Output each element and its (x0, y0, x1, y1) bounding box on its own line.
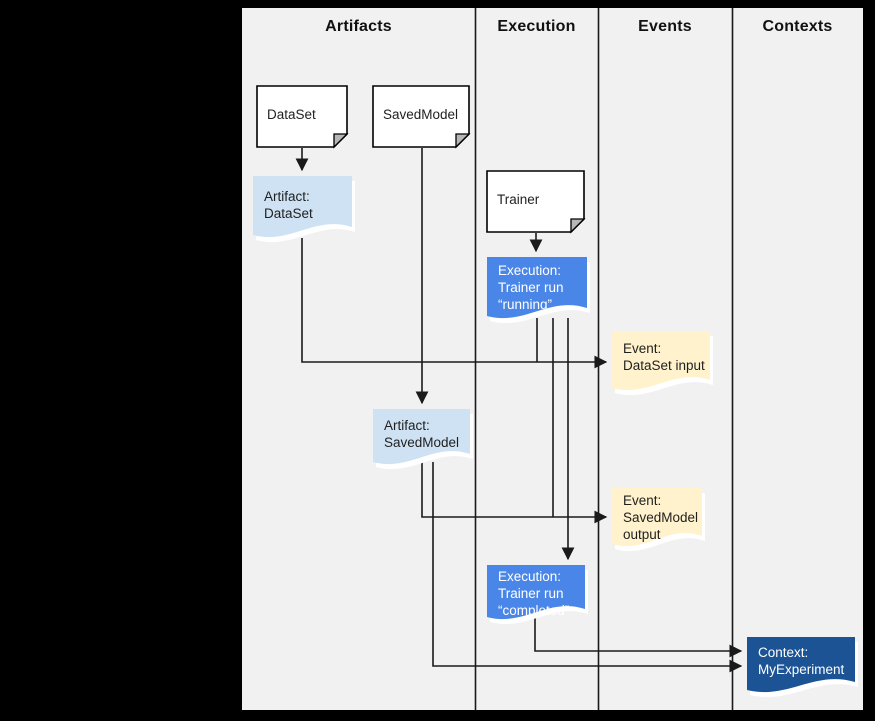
node-label-line: Execution: (498, 263, 562, 278)
node-dataset: DataSet (256, 85, 349, 149)
edge-execution-completed-to-context (534, 618, 743, 658)
document-shape (373, 409, 473, 470)
node-label-line: output (623, 527, 661, 542)
note-shape (486, 170, 586, 234)
node-label: Trainer (497, 192, 540, 207)
node-label-line: DataSet input (623, 358, 705, 373)
node-trainer: Trainer (486, 170, 586, 234)
node-label-line: Trainer run (498, 280, 564, 295)
node-label-line: Trainer run (498, 586, 564, 601)
node-artifact-dataset: Artifact: DataSet (253, 176, 355, 245)
node-label-line: SavedModel (384, 435, 460, 450)
note-shape (372, 85, 471, 149)
edge-artifact-dataset-to-event-input (301, 238, 608, 369)
note-shape (256, 85, 349, 149)
node-execution-running: Execution: Trainer run “running” (487, 257, 590, 326)
edge-artifact-savedmodel-to-event-output (421, 462, 608, 524)
column-header-events: Events (638, 18, 692, 35)
column-header-contexts: Contexts (762, 18, 833, 35)
node-label-line: “running” (498, 297, 553, 312)
node-context-myexperiment: Context: MyExperiment (747, 637, 858, 700)
node-event-dataset-input: Event: DataSet input (612, 331, 713, 398)
node-event-savedmodel-output: Event: SavedModel output (612, 488, 705, 554)
node-savedmodel: SavedModel (372, 85, 471, 149)
node-artifact-savedmodel: Artifact: SavedModel (373, 409, 473, 472)
document-shape (487, 257, 590, 324)
document-shape (612, 488, 705, 552)
node-label: SavedModel (383, 107, 459, 122)
node-label-line: MyExperiment (758, 662, 845, 677)
document-shape (253, 176, 355, 243)
node-label-line: Event: (623, 341, 662, 356)
column-header-artifacts: Artifacts (325, 18, 392, 35)
document-shape (747, 637, 858, 698)
document-shape (612, 331, 713, 396)
node-label-line: Event: (623, 493, 662, 508)
node-label-line: Artifact: (384, 418, 430, 433)
node-label-line: Artifact: (264, 189, 310, 204)
node-label-line: SavedModel (623, 510, 699, 525)
edge-artifact-savedmodel-to-context (432, 462, 743, 673)
node-label-line: “completed” (498, 603, 570, 618)
node-execution-completed: Execution: Trainer run “completed” (487, 565, 588, 627)
node-label-line: Context: (758, 645, 809, 660)
document-shape (487, 565, 588, 625)
node-label-line: Execution: (498, 569, 562, 584)
node-label: DataSet (267, 107, 316, 122)
node-label-line: DataSet (264, 206, 313, 221)
column-header-execution: Execution (497, 18, 576, 35)
